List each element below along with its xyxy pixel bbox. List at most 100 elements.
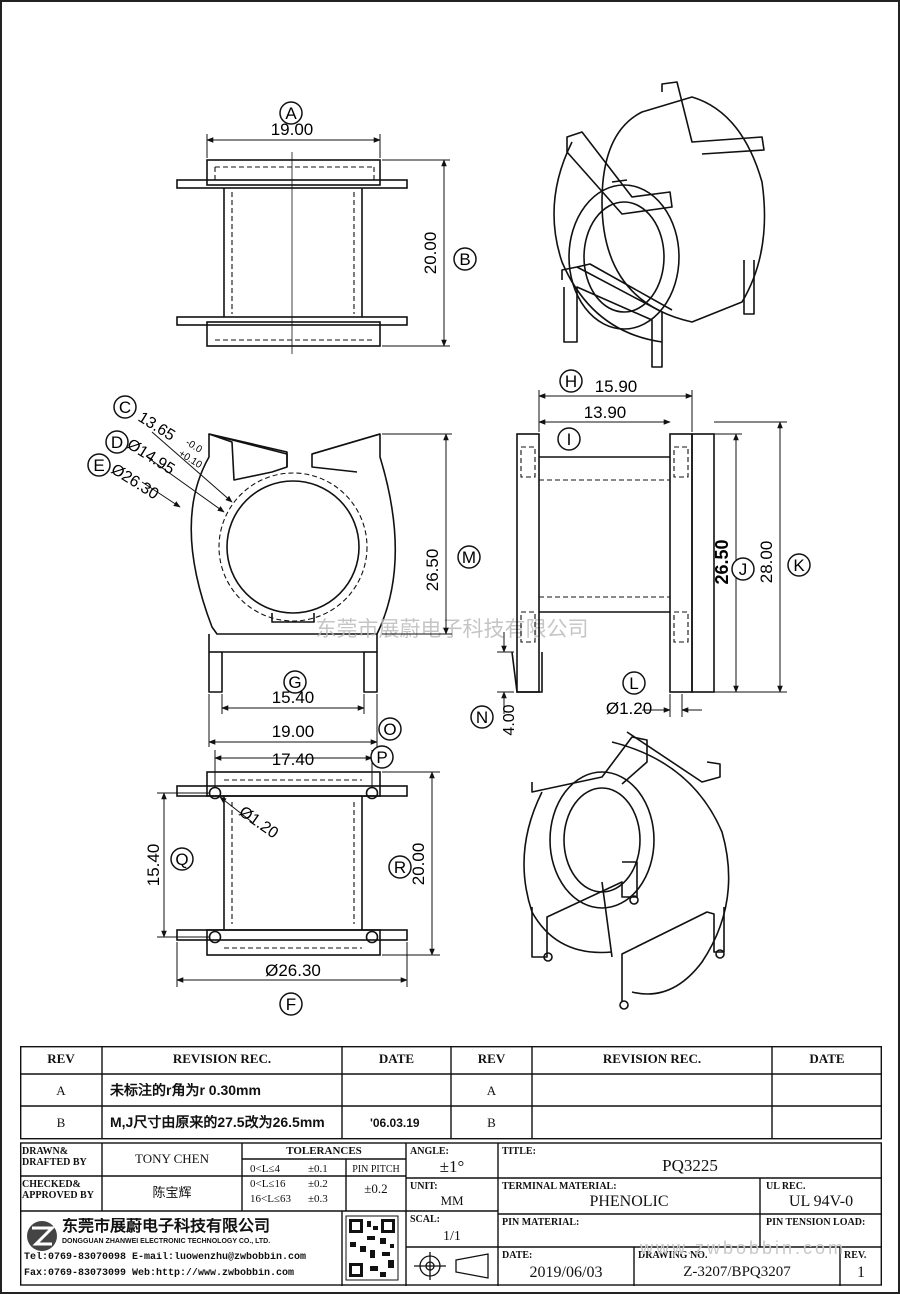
- balloon-n: [470, 705, 494, 729]
- balloon-e: [87, 453, 111, 477]
- terminal-material-label: TERMINAL MATERIAL:: [502, 1181, 617, 1192]
- unit-label: UNIT:: [410, 1181, 438, 1192]
- checked-label: CHECKED& APPROVED BY: [22, 1179, 94, 1201]
- web-watermark: www.zwbobbin.com: [640, 1239, 847, 1258]
- dim-B: [382, 159, 450, 347]
- dim-R: [382, 771, 440, 956]
- dim-F-text: Ø26.30: [265, 961, 321, 980]
- drawn-label: DRAWN& DRAFTED BY: [22, 1146, 87, 1168]
- technical-drawing: 19.00 20.00 东莞市展蔚电子科技有限公司 2: [87, 81, 811, 1016]
- isometric-view-top: [553, 81, 766, 368]
- ul-rec-label: UL REC.: [766, 1181, 806, 1192]
- side-view-right: [511, 433, 715, 693]
- title-label: TITLE:: [502, 1146, 536, 1157]
- dim-J-text: 26.50: [712, 539, 732, 584]
- title-value: PQ3225: [662, 1157, 718, 1175]
- pin-pitch-label: PIN PITCH: [352, 1164, 400, 1175]
- balloon-h: [559, 369, 583, 393]
- company-name-en: DONGGUAN ZHANWEI ELECTRONIC TECHNOLOGY C…: [62, 1238, 271, 1245]
- rev-header-2: REV: [477, 1052, 506, 1066]
- balloon-label-l: L: [629, 674, 638, 693]
- tol-value-3: ±0.3: [308, 1193, 328, 1205]
- balloon-label-e: E: [93, 456, 104, 475]
- dim-Q-text: 15.40: [144, 844, 163, 887]
- balloon-b: [453, 247, 477, 271]
- revision-rec-b: M,J尺寸由原来的27.5改为26.5mm: [110, 1115, 325, 1130]
- balloon-label-k: K: [793, 556, 805, 575]
- date-value: 2019/06/03: [529, 1264, 603, 1281]
- dim-K: [714, 421, 787, 693]
- title-block-grid: [20, 1046, 882, 1286]
- dim-K-text: 28.00: [757, 541, 776, 584]
- rev-row-a: A: [56, 1084, 66, 1098]
- balloon-r: [388, 855, 412, 879]
- tol-range-1: 0<L≤4: [250, 1163, 280, 1175]
- rev-value: 1: [857, 1264, 865, 1281]
- title-block: REV REVISION REC. DATE REV REVISION REC.…: [20, 1046, 882, 1286]
- dim-L-text: Ø1.20: [606, 699, 652, 718]
- balloon-g: [283, 670, 307, 694]
- rev-header-1: REV: [47, 1052, 75, 1066]
- company-logo-icon: [27, 1221, 57, 1251]
- balloon-label-n: N: [476, 708, 488, 727]
- balloon-p: [370, 745, 394, 769]
- dim-H-text: 15.90: [595, 377, 638, 396]
- angle-label: ANGLE:: [410, 1146, 449, 1157]
- dim-L: [642, 694, 702, 717]
- balloon-f: [279, 992, 303, 1016]
- pin-pitch-value: ±0.2: [364, 1182, 388, 1196]
- dim-Q: [157, 792, 210, 938]
- balloon-label-o: O: [383, 720, 396, 739]
- qr-code-icon: [345, 1215, 399, 1281]
- pin-material-label: PIN MATERIAL:: [502, 1217, 580, 1228]
- dim-A-text: 19.00: [271, 120, 314, 139]
- dim-O-text: 19.00: [272, 722, 315, 741]
- isometric-view-bottom: [523, 731, 730, 1010]
- dim-I-text: 13.90: [584, 403, 627, 422]
- dim-G-text: 15.40: [272, 688, 315, 707]
- revision-rec-header-2: REVISION REC.: [602, 1052, 702, 1066]
- balloon-label-i: I: [567, 430, 572, 449]
- angle-value: ±1°: [439, 1158, 465, 1176]
- balloon-label-r: R: [394, 858, 406, 877]
- rev-row-b: B: [56, 1116, 66, 1130]
- date-header-1: DATE: [378, 1052, 415, 1066]
- tol-range-2: 0<L≤16: [250, 1178, 286, 1190]
- date-label: DATE:: [502, 1250, 533, 1261]
- dim-P-text: 17.40: [272, 750, 315, 769]
- rev-row-a-2: A: [486, 1084, 497, 1098]
- balloon-label-j: J: [739, 560, 748, 579]
- balloon-o: [378, 717, 402, 741]
- projection-symbol-icon: [414, 1252, 489, 1280]
- balloon-k: [787, 553, 811, 577]
- tol-value-1: ±0.1: [308, 1163, 328, 1175]
- balloon-d: [105, 430, 129, 454]
- drawing-no-value: Z-3207/BPQ3207: [683, 1264, 791, 1280]
- dim-G: [221, 694, 365, 714]
- rev-row-b-2: B: [487, 1116, 496, 1130]
- dim-A: [206, 134, 381, 158]
- ul-rec-value: UL 94V-0: [788, 1193, 854, 1210]
- balloon-j: [731, 557, 755, 581]
- dim-N: [497, 632, 514, 714]
- scale-label: SCAL:: [410, 1214, 441, 1225]
- dim-R-text: 20.00: [409, 843, 428, 886]
- bottom-view: [176, 771, 408, 956]
- dim-N-text: 4.00: [501, 704, 518, 735]
- balloon-label-q: Q: [175, 850, 188, 869]
- dim-pin-dia-text: Ø1.20: [236, 803, 282, 842]
- company-tel-email: Tel:0769-83070098 E-mail:luowenzhu@zwbob…: [24, 1252, 307, 1263]
- balloon-i: [557, 427, 581, 451]
- dim-F: [176, 942, 408, 987]
- dim-M: [382, 433, 452, 635]
- front-view: [190, 433, 397, 693]
- dim-C-text: 13.65: [135, 409, 178, 445]
- balloon-label-f: F: [286, 995, 296, 1014]
- tolerances-label: TOLERANCES: [286, 1145, 362, 1157]
- dim-B-text: 20.00: [421, 232, 440, 275]
- balloon-m: [457, 545, 481, 569]
- unit-value: MM: [440, 1194, 464, 1208]
- rev-label: REV.: [844, 1250, 867, 1261]
